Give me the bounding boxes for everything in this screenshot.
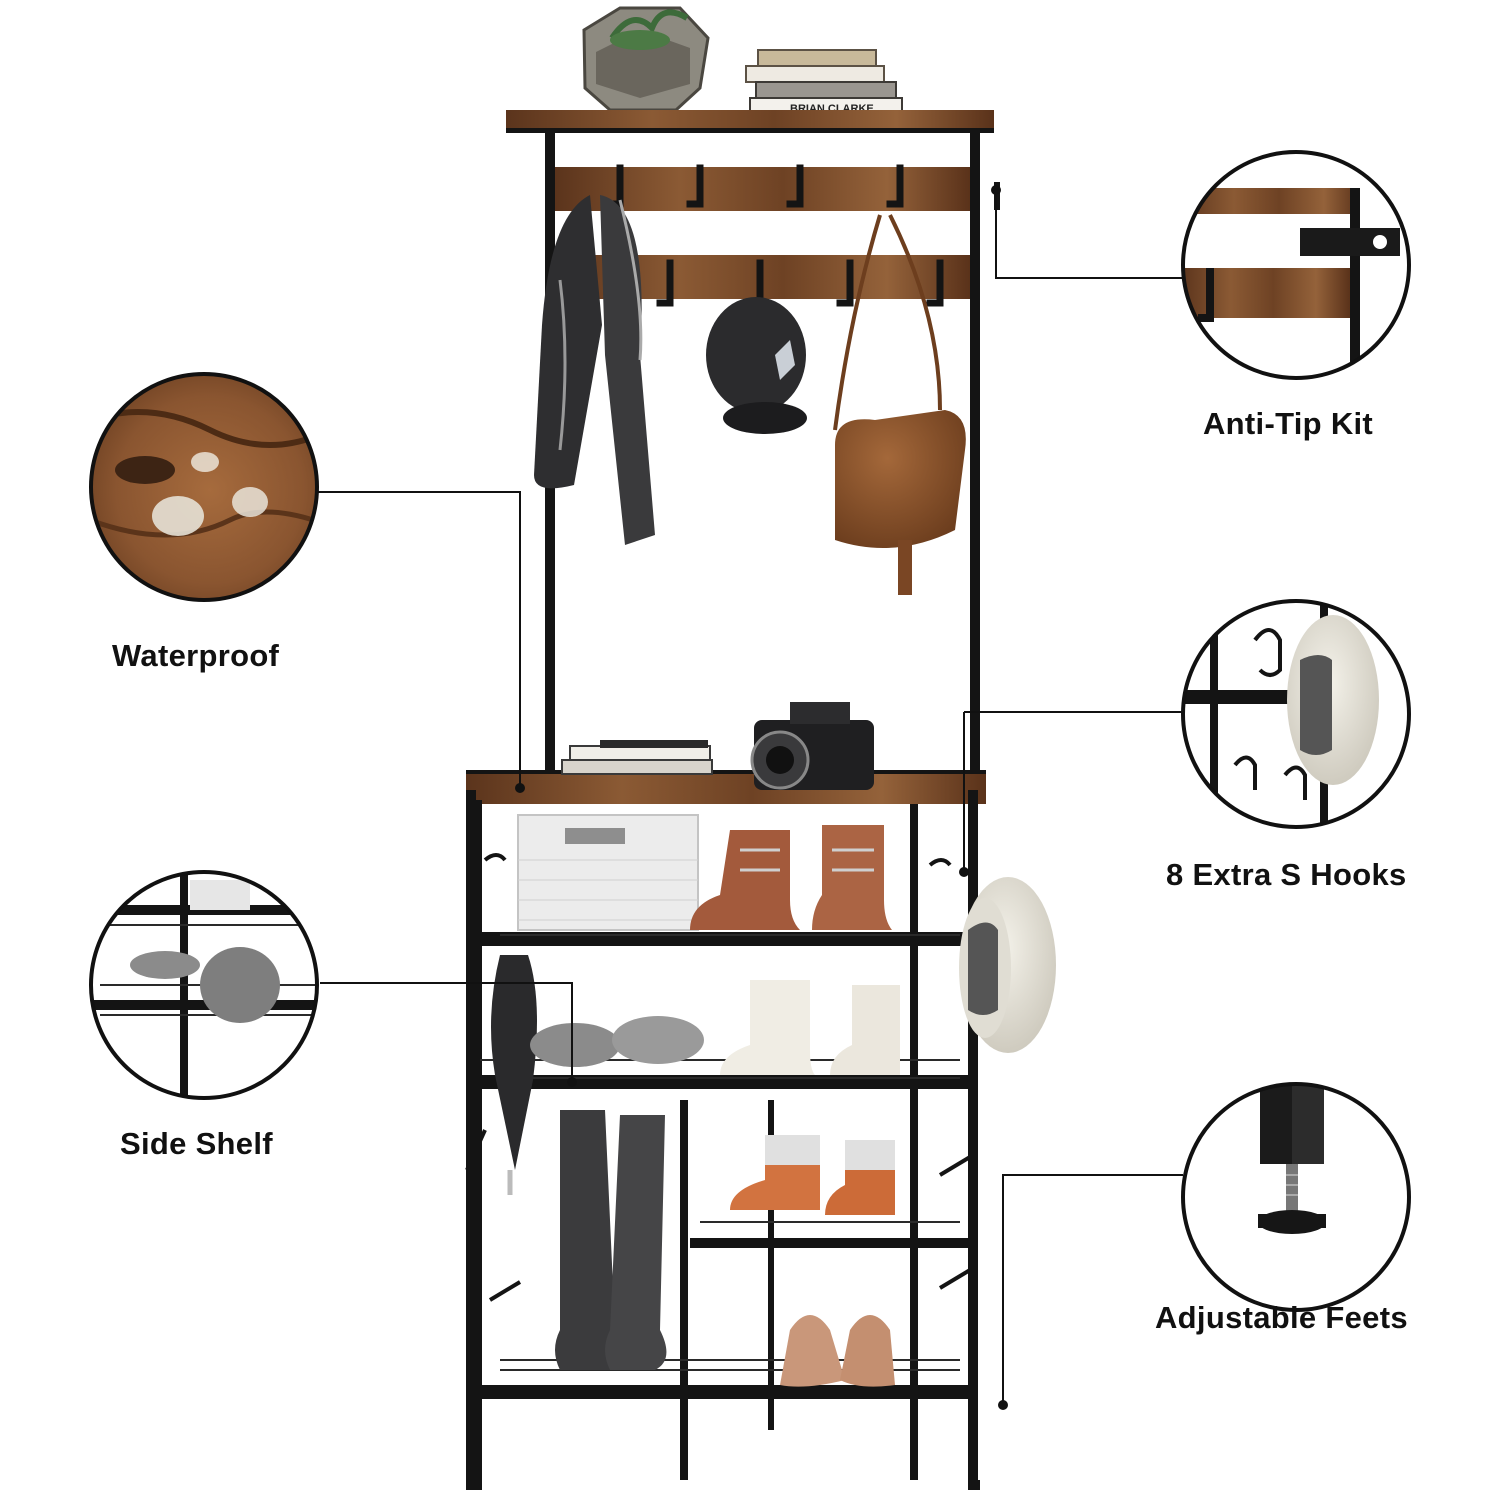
feature-label-anti-tip: Anti-Tip Kit [1203, 406, 1374, 441]
white-sneakers [720, 980, 900, 1075]
callout-lines [318, 190, 1183, 1405]
scarf [534, 195, 655, 545]
feature-label-side-shelf: Side Shelf [120, 1126, 273, 1161]
grey-slippers [530, 1016, 704, 1067]
brown-ankle-boots [690, 825, 892, 930]
coat-hooks [606, 164, 944, 307]
camera [750, 702, 874, 790]
feature-label-adjustable-feet: Adjustable Feets [1155, 1300, 1408, 1335]
white-fedora-hat [959, 877, 1056, 1053]
storage-basket [517, 814, 699, 931]
s-hooks-detail-circle [1181, 599, 1411, 829]
callout-dots [515, 185, 1008, 1410]
feature-label-waterproof: Waterproof [112, 638, 280, 673]
sandals [780, 1315, 895, 1387]
anti-tip-detail-circle [1181, 150, 1411, 380]
tall-black-boots [555, 1110, 667, 1370]
umbrella [491, 955, 537, 1195]
orange-sneakers [730, 1135, 895, 1215]
adjustable-feet-detail-circle [1181, 1082, 1411, 1312]
stack-of-books: BRIAN CLARKE [745, 49, 903, 117]
waterproof-detail-circle [89, 372, 319, 602]
plant-pot [582, 6, 710, 112]
books-on-bench [561, 740, 713, 775]
feature-label-s-hooks: 8 Extra S Hooks [1166, 857, 1407, 892]
baseball-cap [706, 297, 807, 434]
shoulder-bag [833, 214, 966, 595]
side-shelf-detail-circle [89, 870, 319, 1100]
